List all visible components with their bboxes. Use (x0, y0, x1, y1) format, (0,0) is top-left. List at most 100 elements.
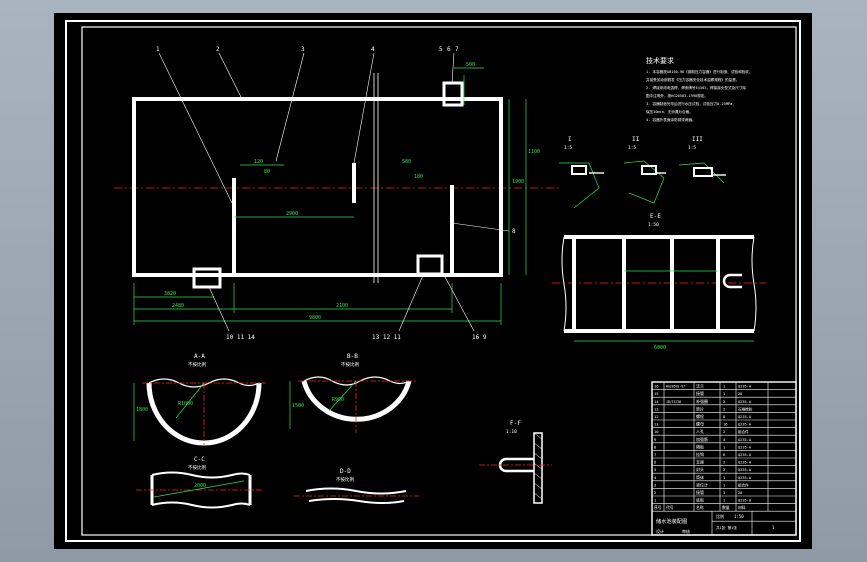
bom-cell-material: 组合件 (738, 482, 749, 487)
callout-2: 2 (216, 46, 220, 53)
bom-cell-qty: 2 (723, 460, 725, 465)
tech-note-line-5: 3. 容器制造完毕后进行水压试验，试验压力0.25MPa， (646, 101, 736, 106)
nozzle-top-right[interactable] (442, 81, 464, 107)
bom-cell-material: 20 (738, 491, 742, 495)
section-c-scale: 不按比例 (188, 464, 206, 471)
bom-header-name: 名称 (696, 505, 704, 510)
section-d-scale: 不按比例 (336, 476, 354, 483)
tech-notes: 技术要求 1. 本容器按GB150-98《钢制压力容器》进行制造、试验和验收， … (646, 56, 752, 122)
bom-cell-name: 封头 (696, 466, 704, 472)
section-d-d[interactable]: D-D 不按比例 (294, 468, 419, 504)
bom-cell-code: JB/T4736 (666, 400, 681, 404)
bom-cell-name: 液位计 (696, 481, 708, 487)
hook-detail[interactable]: F-F 1:10 (479, 420, 552, 504)
bom-cell-qty: 1 (723, 482, 726, 487)
bom-cell-name: 补强圈 (696, 398, 708, 404)
bom-cell-name: 隔板 (696, 443, 704, 449)
bom-cell-material: Q235-A (738, 468, 752, 472)
bom-cell-no: 4 (654, 475, 657, 480)
section-c-dim: 2000 (194, 483, 206, 489)
bom-header-code: 代号 (666, 505, 674, 510)
bom-cell-no: 15 (654, 391, 659, 396)
bom-cell-name: 支座 (696, 459, 704, 465)
drawing-title: 储水池装配图 (656, 517, 687, 525)
tech-note-line-4: 图中注明外，按HG20583-1998规定。 (646, 93, 708, 98)
callout-6: 6 (447, 46, 451, 53)
nozzle-bottom-right[interactable] (416, 254, 444, 276)
bom-cell-qty: 4 (723, 437, 726, 442)
section-a-side: 1800 (136, 407, 148, 413)
dim-right-segment: 2100 (336, 303, 348, 309)
plan-view[interactable]: E-E 1:50 6000 (552, 213, 766, 351)
bom-cell-material: Q235-A (738, 415, 752, 419)
bom-cell-qty: 16 (723, 422, 728, 427)
bom-cell-no: 12 (654, 414, 659, 419)
section-b-b[interactable]: B-B 不按比例 R900 1500 (289, 353, 416, 433)
section-b-dim: R900 (332, 397, 344, 403)
bom-cell-no: 10 (654, 429, 659, 434)
tech-note-line-6: 保压30min，无渗漏为合格。 (646, 109, 693, 114)
tech-note-line-3: 2. 焊接采用电弧焊，焊条牌号E4303，焊接接头型式及尺寸除 (646, 85, 746, 90)
bom-cell-no: 6 (654, 460, 657, 465)
main-view[interactable]: 1 2 3 4 5 6 7 8 10 11 14 13 12 11 16 9 9… (114, 46, 559, 341)
detail-ii[interactable]: II 1:5 (623, 136, 666, 204)
bom-cell-qty: 2 (723, 406, 725, 411)
bom-cell-no: 14 (654, 399, 659, 404)
bom-cell-name: 底板 (696, 497, 704, 503)
section-a-label: A-A (194, 353, 205, 360)
bom-cell-no: 2 (654, 490, 656, 495)
drawing-border-outer (65, 20, 801, 542)
bom-cell-material: Q235-A (738, 476, 752, 480)
tech-note-line-1: 1. 本容器按GB150-98《钢制压力容器》进行制造、试验和验收， (646, 69, 752, 74)
tech-note-line-7: 4. 容器外表面涂防锈漆两遍。 (646, 117, 696, 122)
detail-iii[interactable]: III 1:5 (678, 136, 726, 184)
nozzle-bottom-left[interactable] (192, 267, 222, 289)
detail-views[interactable]: I 1:5 II 1:5 III 1:5 (559, 136, 726, 209)
callout-8: 8 (512, 228, 516, 235)
callout-4: 4 (371, 46, 375, 53)
bom-cell-material: 石棉橡胶 (738, 406, 753, 411)
bom-cell-no: 5 (654, 467, 656, 472)
bom-cell-name: 螺母 (696, 421, 704, 427)
hook-detail-scale: 1:10 (506, 429, 517, 435)
detail-ii-scale: 1:5 (628, 145, 636, 151)
bom-cell-qty: 8 (723, 414, 726, 419)
bom-cell-qty: 3 (723, 490, 725, 495)
bom-cell-no: 9 (654, 437, 657, 442)
section-b-side: 1500 (292, 403, 304, 409)
bom-cell-no: 13 (654, 406, 659, 411)
bom-cell-name: 挂钩 (696, 451, 704, 457)
dim-top-offset: 180 (414, 174, 423, 180)
drawing-viewport[interactable]: 1 2 3 4 5 6 7 8 10 11 14 13 12 11 16 9 9… (54, 13, 812, 549)
detail-i[interactable]: I 1:5 (559, 136, 604, 209)
section-c-c[interactable]: C-C 不按比例 2000 (136, 456, 264, 509)
bom-cell-material: 20 (738, 392, 742, 396)
bom-cell-qty: 2 (723, 429, 725, 434)
bom-cell-name: 加强筋 (696, 436, 708, 442)
plan-view-scale: 1:50 (648, 222, 659, 228)
bom-cell-no: 8 (654, 444, 657, 449)
main-dim-lines (133, 67, 527, 325)
plan-dims (574, 270, 754, 342)
bom-cell-material: Q235-A (738, 453, 752, 457)
bom-cell-qty: 2 (723, 467, 725, 472)
bom-header-qty: 数量 (722, 505, 730, 510)
drawing-canvas[interactable]: 1 2 3 4 5 6 7 8 10 11 14 13 12 11 16 9 9… (54, 13, 812, 549)
bom-cell-no: 1 (654, 498, 657, 503)
section-a-dim: R1000 (178, 401, 193, 407)
dim-small-b: 80 (264, 169, 270, 175)
bom-header-no: 序号 (654, 505, 662, 510)
dim-top-width: 500 (466, 62, 475, 68)
detail-i-label: I (568, 136, 572, 143)
callout-7: 7 (455, 46, 459, 53)
detail-iii-scale: 1:5 (688, 145, 696, 151)
detail-i-scale: 1:5 (564, 145, 572, 151)
bom-cell-name: 螺栓 (696, 413, 704, 419)
drawing-border-inner (81, 26, 797, 536)
section-a-a[interactable]: A-A 不按比例 R1000 1800 (133, 353, 266, 446)
plan-view-label: E-E (650, 213, 661, 220)
bom-cell-code: HG20592-97 (666, 385, 685, 389)
label-design: 设计 (656, 528, 664, 534)
bom-cell-name: 法兰 (696, 383, 704, 389)
